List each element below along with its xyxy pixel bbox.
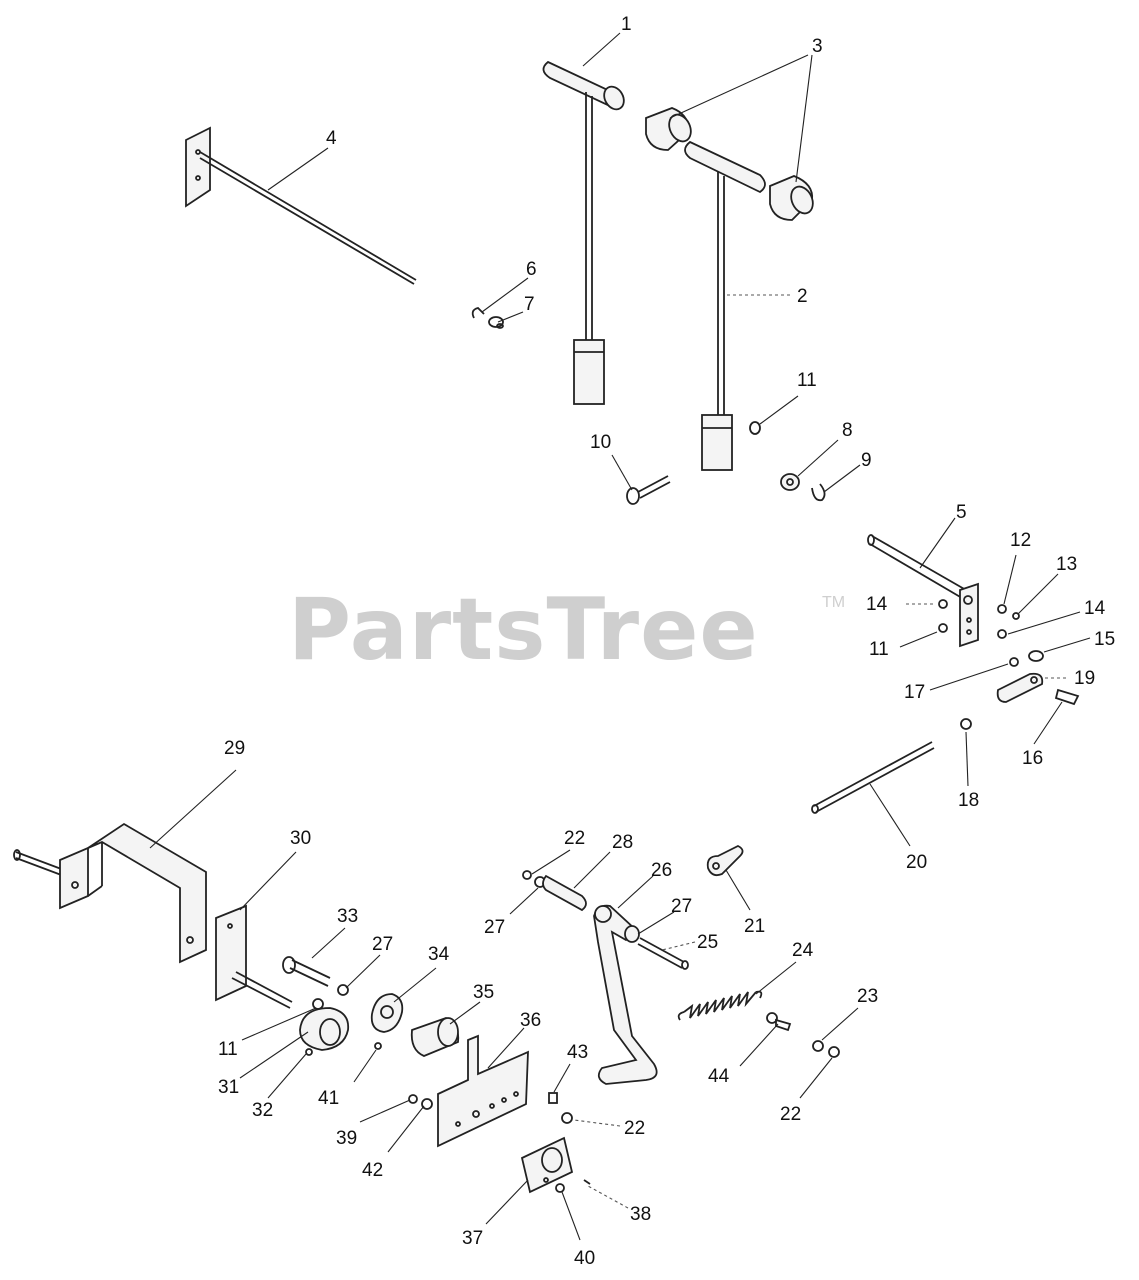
callout-10: 10: [590, 432, 611, 453]
part-44-bolt[interactable]: [766, 1012, 792, 1032]
part-26-pedal-lever[interactable]: [593, 904, 658, 1085]
callout-21: 21: [744, 916, 765, 937]
callout-33: 33: [337, 906, 358, 927]
callout-11-top: 11: [797, 370, 817, 391]
callout-19: 19: [1074, 668, 1095, 689]
partstree-watermark: PartsTree: [288, 580, 759, 680]
callout-23: 23: [857, 986, 878, 1007]
part-21-link[interactable]: [706, 844, 744, 877]
callout-40: 40: [574, 1248, 595, 1269]
part-39-42-nuts[interactable]: [408, 1094, 433, 1110]
callout-15: 15: [1094, 629, 1115, 650]
callout-14-right: 14: [1084, 598, 1106, 619]
callout-22-mid: 22: [624, 1118, 645, 1139]
callout-3: 3: [812, 36, 823, 57]
callout-11-right: 11: [869, 639, 889, 660]
part-1-lever-handle[interactable]: [542, 60, 627, 405]
part-19-lever-arm[interactable]: [996, 672, 1044, 703]
part-36-indexed-plate[interactable]: [437, 1034, 529, 1148]
part-10-bolt[interactable]: [626, 475, 671, 505]
callout-5: 5: [956, 502, 967, 523]
part-28-pivot-pin[interactable]: [522, 870, 587, 912]
part-37-bearing-bracket[interactable]: [520, 1136, 574, 1194]
callout-27-mid: 27: [671, 896, 692, 917]
callout-30: 30: [290, 828, 311, 849]
callout-27-left: 27: [484, 917, 505, 938]
callout-25: 25: [697, 932, 718, 953]
callout-17: 17: [904, 682, 925, 703]
callout-43: 43: [567, 1042, 588, 1063]
part-30-plate[interactable]: [215, 904, 293, 1009]
callout-22-right: 22: [780, 1104, 801, 1125]
callout-31: 31: [218, 1077, 239, 1098]
callout-16: 16: [1022, 748, 1043, 769]
part-43-22-38-40-hardware[interactable]: [548, 1092, 591, 1193]
callout-27-lower: 27: [372, 934, 393, 955]
callout-36: 36: [520, 1010, 541, 1031]
part-12-13-14-15-hardware[interactable]: [938, 599, 1044, 667]
part-5-shaft-bracket[interactable]: [867, 534, 979, 648]
part-3-grips[interactable]: [645, 107, 817, 221]
part-20-rod[interactable]: [811, 741, 935, 814]
callout-7: 7: [524, 294, 535, 315]
callout-26: 26: [651, 860, 672, 881]
callout-38: 38: [630, 1204, 651, 1225]
callout-9: 9: [861, 450, 872, 471]
callout-13: 13: [1056, 554, 1077, 575]
part-6-7-pins[interactable]: [471, 307, 504, 329]
callout-2: 2: [797, 286, 808, 307]
part-16-18-bolts[interactable]: [960, 688, 1080, 730]
part-23-22-nuts-right[interactable]: [812, 1040, 840, 1058]
part-29-bracket[interactable]: [13, 822, 207, 964]
callout-28: 28: [612, 832, 633, 853]
part-2-lever-handle[interactable]: [684, 140, 766, 471]
part-34-cam[interactable]: [370, 993, 404, 1050]
part-25-pin[interactable]: [637, 937, 689, 970]
callout-39: 39: [336, 1128, 357, 1149]
callout-32: 32: [252, 1100, 273, 1121]
callout-20: 20: [906, 852, 927, 873]
callout-24: 24: [792, 940, 814, 961]
callout-labels: 1 2 3 4 5 6 7 8 9 10 11 11 11 12 13 14 1…: [218, 14, 1115, 1269]
callout-1: 1: [621, 14, 632, 35]
part-35-sleeve[interactable]: [410, 1017, 460, 1057]
callout-42: 42: [362, 1160, 383, 1181]
trademark-mark: TM: [822, 594, 846, 611]
part-27-nut-left[interactable]: [337, 984, 349, 996]
leader-lines: [149, 32, 1091, 1241]
callout-14-left: 14: [866, 594, 888, 615]
callout-11-left: 11: [218, 1039, 238, 1060]
callout-4: 4: [326, 128, 337, 149]
callout-18: 18: [958, 790, 979, 811]
callout-12: 12: [1010, 530, 1031, 551]
part-9-clip[interactable]: [811, 483, 826, 502]
callout-22-top: 22: [564, 828, 585, 849]
callout-6: 6: [526, 259, 537, 280]
callout-34: 34: [428, 944, 450, 965]
callout-37: 37: [462, 1228, 483, 1249]
callout-44: 44: [708, 1066, 730, 1087]
part-33-bolt[interactable]: [282, 956, 331, 987]
callout-35: 35: [473, 982, 494, 1003]
part-8-washer[interactable]: [780, 473, 800, 491]
callout-41: 41: [318, 1088, 339, 1109]
callout-29: 29: [224, 738, 245, 759]
part-24-spring[interactable]: [677, 990, 763, 1021]
callout-8: 8: [842, 420, 853, 441]
part-4-rod-bracket[interactable]: [185, 126, 417, 285]
part-11-nut-top[interactable]: [749, 421, 761, 435]
part-31-bearing-flange[interactable]: [299, 998, 350, 1056]
